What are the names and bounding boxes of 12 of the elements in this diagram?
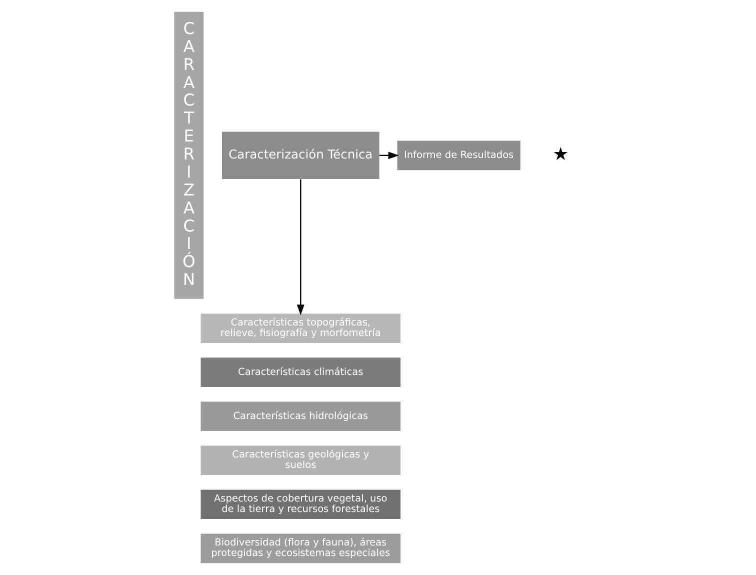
node-box: CARACTERIZACIÓN	[174, 12, 204, 299]
node-box: Características hidrológicas	[200, 402, 400, 431]
node-box: Caracterización Técnica	[221, 132, 379, 180]
arrow	[378, 152, 398, 160]
label: ★	[552, 144, 568, 165]
node-box: Características geológicas y suelos	[200, 446, 400, 476]
arrow	[296, 179, 304, 316]
node-box: Características climáticas	[200, 358, 400, 387]
node-box: Biodiversidad (flora y fauna), áreas protegidas y ecosistemas especiales	[200, 534, 400, 564]
node-box: Informe de Resultados	[396, 140, 520, 170]
node-box: Aspectos de cobertura vegetal, uso de la tierra y recursos forestales	[200, 490, 400, 520]
node-box: Características topográficas, relieve, fisiografía y morfometría	[200, 314, 400, 343]
